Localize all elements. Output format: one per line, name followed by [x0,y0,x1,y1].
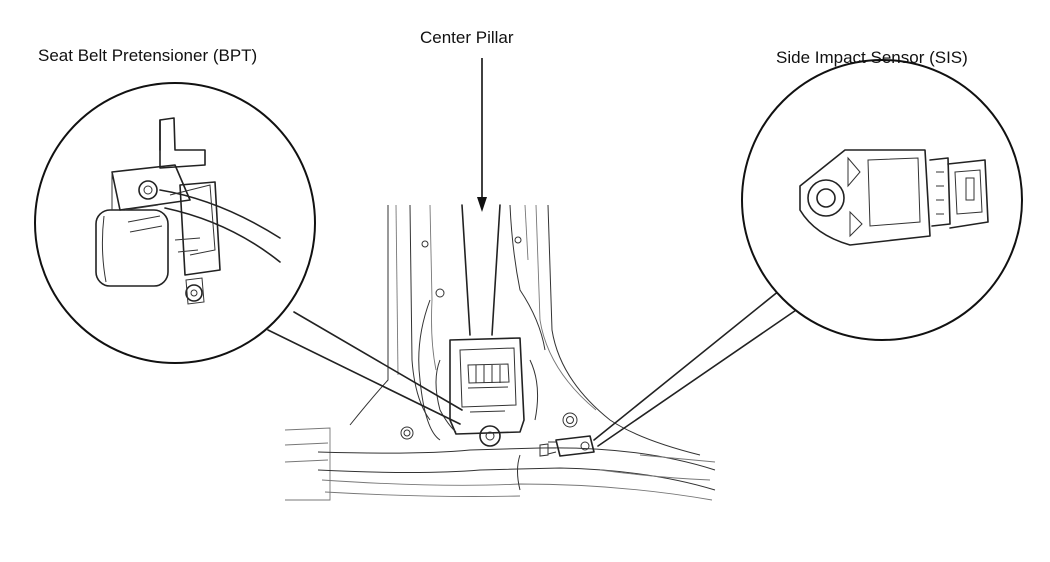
floor-sis [539,435,595,457]
sis-label: Side Impact Sensor (SIS) [776,48,968,67]
center-pillar-label: Center Pillar [420,28,514,47]
sis-detail-callout [593,59,1023,447]
center-pillar [349,204,701,491]
bpt-component-drawing [95,117,281,305]
bpt-label: Seat Belt Pretensioner (BPT) [38,46,258,65]
pillar-arrow [477,58,487,212]
pillar-retractor [435,337,539,447]
bpt-detail-callout [34,82,463,425]
sis-component-drawing [799,149,989,246]
vehicle-floor [284,427,716,501]
